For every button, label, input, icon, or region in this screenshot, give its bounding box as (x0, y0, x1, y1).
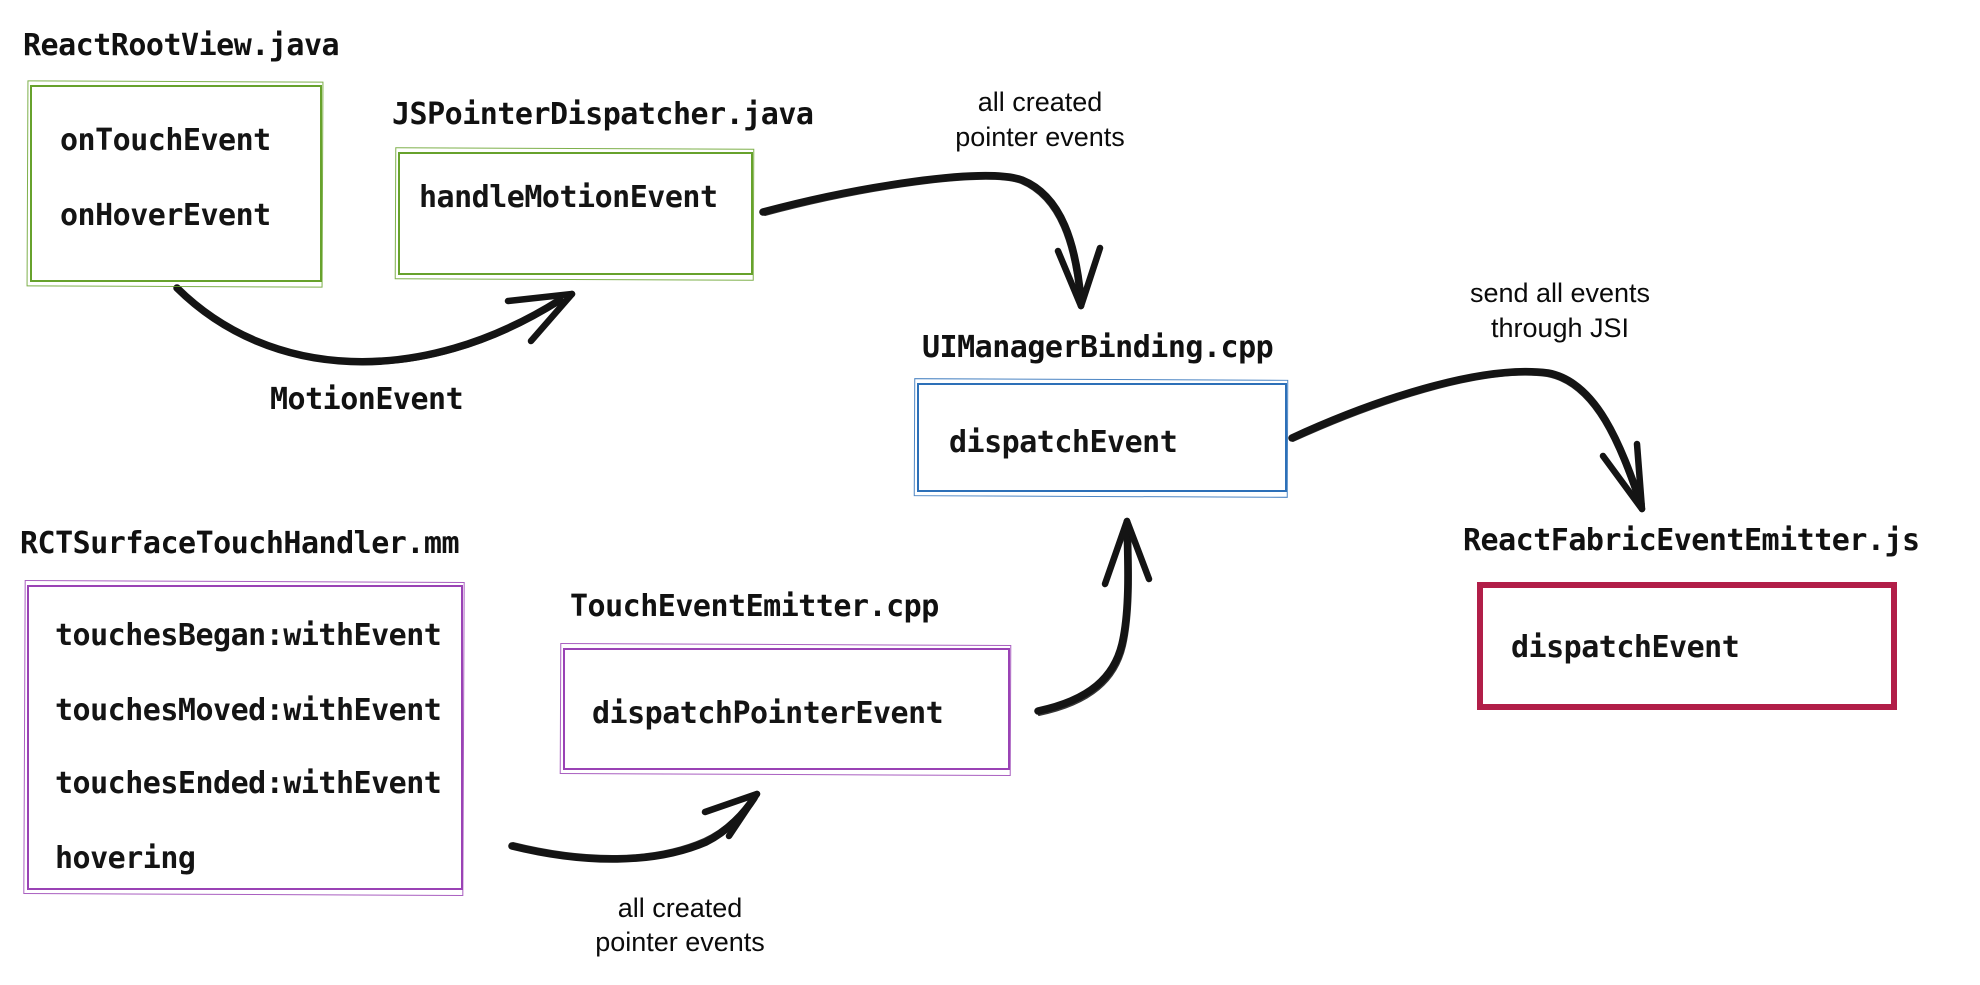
method-dispatch-event-binding: dispatchEvent (949, 425, 1178, 460)
edge-label-line: through JSI (1490, 313, 1630, 343)
method-touches-moved: touchesMoved:withEvent (55, 693, 442, 728)
edge-label-line: all created (617, 893, 743, 923)
box-js-pointer-dispatcher: handleMotionEvent (398, 152, 753, 275)
method-dispatch-pointer-event: dispatchPointerEvent (592, 696, 944, 731)
file-label-touch-event-emitter: TouchEventEmitter.cpp (570, 589, 939, 624)
box-touch-event-emitter: dispatchPointerEvent (563, 648, 1010, 770)
arrow-motion-event (173, 284, 576, 366)
file-label-ui-manager-binding: UIManagerBinding.cpp (922, 330, 1274, 365)
box-react-fabric-event-emitter: dispatchEvent (1477, 582, 1897, 710)
box-ui-manager-binding: dispatchEvent (917, 383, 1287, 492)
edge-label-line: all created (977, 87, 1103, 117)
box-rct-surface-touch-handler: touchesBegan:withEvent touchesMoved:with… (27, 585, 463, 890)
arrow-all-created-pointer-events-top (759, 172, 1104, 310)
edge-label-line: pointer events (595, 927, 765, 957)
method-hovering: hovering (55, 841, 196, 876)
edge-label-all-created-pointer-events-bottom: all created pointer events (530, 891, 830, 959)
edge-label-line: pointer events (955, 122, 1125, 152)
method-touches-began: touchesBegan:withEvent (55, 618, 442, 653)
method-dispatch-event-fabric: dispatchEvent (1511, 630, 1740, 665)
method-handle-motion-event: handleMotionEvent (419, 180, 718, 215)
arrow-all-created-pointer-events-bottom (508, 790, 761, 863)
method-on-touch-event: onTouchEvent (60, 123, 271, 158)
box-react-root-view: onTouchEvent onHoverEvent (30, 85, 322, 282)
edge-label-line: send all events (1469, 278, 1651, 308)
method-touches-ended: touchesEnded:withEvent (55, 766, 442, 801)
file-label-react-fabric-event-emitter: ReactFabricEventEmitter.js (1463, 523, 1920, 558)
edge-label-motion-event: MotionEvent (270, 382, 464, 417)
file-label-rct-surface-touch-handler: RCTSurfaceTouchHandler.mm (20, 526, 460, 561)
edge-label-all-created-pointer-events-top: all created pointer events (890, 85, 1190, 155)
file-label-react-root-view: ReactRootView.java (23, 28, 340, 63)
arrow-send-events-through-jsi (1288, 367, 1646, 513)
method-on-hover-event: onHoverEvent (60, 198, 271, 233)
file-label-js-pointer-dispatcher: JSPointerDispatcher.java (392, 97, 814, 132)
edge-label-send-all-events-through-jsi: send all events through JSI (1410, 276, 1710, 346)
arrow-dispatch-pointer-to-dispatch-event (1034, 517, 1153, 716)
